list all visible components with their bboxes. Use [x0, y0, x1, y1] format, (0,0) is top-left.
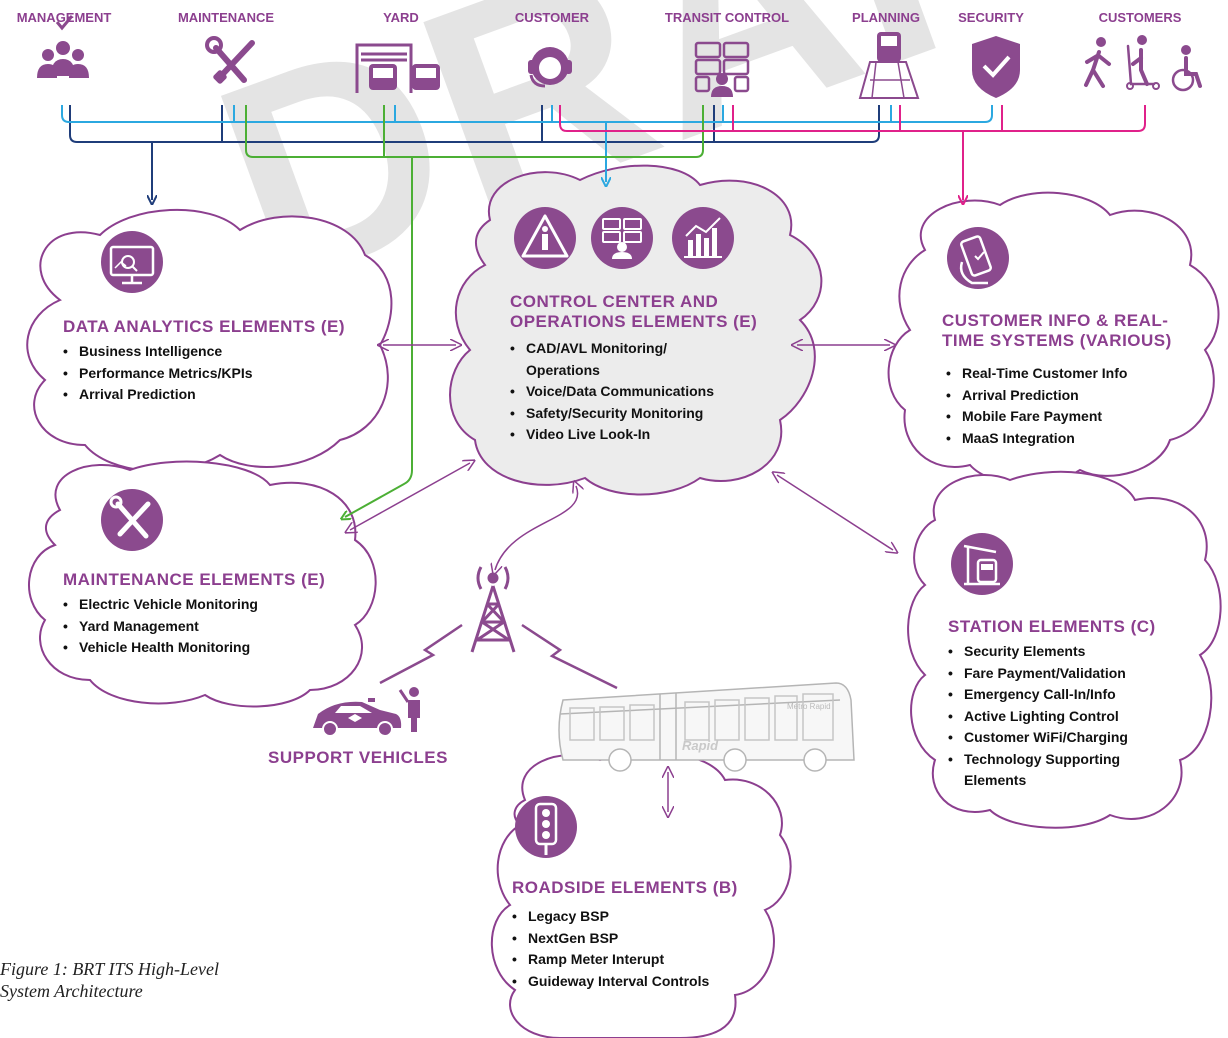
label-planning: PLANNING	[852, 10, 920, 25]
maintenance-item: Yard Management	[63, 616, 363, 638]
connector-lines	[61, 105, 1146, 517]
bus-destination-text: Metro Rapid	[787, 702, 831, 711]
label-yard: YARD	[383, 10, 419, 25]
data-analytics-title: DATA ANALYTICS ELEMENTS (E)	[63, 317, 346, 336]
roadside-item: NextGen BSP	[512, 928, 772, 950]
station-text: STATION ELEMENTS (C) Security Elements F…	[948, 617, 1198, 792]
station-item: Fare Payment/Validation	[948, 663, 1198, 685]
station-item: Emergency Call-In/Info	[948, 684, 1198, 706]
traffic-light-icon	[515, 796, 577, 858]
customer-info-item: Arrival Prediction	[946, 385, 1212, 407]
station-shelter-icon	[951, 533, 1013, 595]
operator-monitors-icon	[591, 207, 653, 269]
data-analytics-item: Arrival Prediction	[63, 384, 383, 406]
transit-control-monitors-icon	[694, 41, 750, 97]
maintenance-title: MAINTENANCE ELEMENTS (E)	[63, 570, 326, 589]
yard-garage-icon	[355, 43, 440, 93]
navy-connector	[69, 105, 880, 143]
articulated-bus-illustration	[558, 682, 855, 772]
control-center-item: Safety/Security Monitoring	[510, 403, 780, 425]
maintenance-item: Vehicle Health Monitoring	[63, 637, 363, 659]
management-icon	[37, 15, 89, 78]
lightning-signal-icon	[379, 623, 618, 690]
customer-info-item: MaaS Integration	[946, 428, 1212, 450]
bus-side-text: Rapid	[682, 738, 719, 753]
green-connector	[245, 105, 704, 158]
label-security: SECURITY	[958, 10, 1024, 25]
customer-info-item: Real-Time Customer Info	[946, 363, 1212, 385]
customer-info-item: Mobile Fare Payment	[946, 406, 1212, 428]
roadside-title: ROADSIDE ELEMENTS (B)	[512, 878, 738, 897]
support-car-icon	[313, 698, 402, 737]
data-analytics-text: DATA ANALYTICS ELEMENTS (E) Business Int…	[63, 317, 383, 406]
maintenance-tools-icon	[101, 489, 163, 551]
support-worker-icon	[398, 687, 420, 732]
roadside-item: Ramp Meter Interupt	[512, 949, 772, 971]
bar-chart-icon	[672, 207, 734, 269]
label-management: MANAGEMENT	[16, 10, 112, 25]
roadside-item: Guideway Interval Controls	[512, 971, 772, 993]
warning-info-icon	[514, 207, 576, 269]
customers-pedestrian-scooter-wheelchair-icon	[1084, 35, 1202, 92]
label-maintenance: MAINTENANCE	[177, 10, 275, 25]
magenta-connector	[559, 105, 1146, 132]
support-vehicles-label: SUPPORT VEHICLES	[268, 748, 448, 767]
caption-line2: System Architecture	[0, 981, 143, 1001]
analytics-monitor-icon	[101, 231, 163, 293]
station-item: Customer WiFi/Charging	[948, 727, 1198, 749]
data-analytics-item: Business Intelligence	[63, 341, 383, 363]
roadside-item: Legacy BSP	[512, 906, 772, 928]
data-analytics-item: Performance Metrics/KPIs	[63, 363, 383, 385]
station-item: Technology Supporting Elements	[948, 749, 1139, 792]
customer-info-title-line2: TIME SYSTEMS (VARIOUS)	[942, 331, 1172, 350]
label-customers: CUSTOMERS	[1098, 10, 1182, 25]
control-center-title-line1: CONTROL CENTER AND	[510, 292, 719, 311]
station-title: STATION ELEMENTS (C)	[948, 617, 1156, 636]
maintenance-item: Electric Vehicle Monitoring	[63, 594, 363, 616]
wrench-screwdriver-icon	[205, 36, 255, 84]
control-center-item: CAD/AVL Monitoring/ Operations	[510, 338, 716, 381]
label-transit-control: TRANSIT CONTROL	[664, 10, 790, 25]
security-shield-icon	[972, 36, 1020, 98]
planning-map-bus-icon	[858, 32, 920, 99]
label-customer: CUSTOMER	[514, 10, 590, 25]
customer-info-title-line1: CUSTOMER INFO & REAL-	[942, 311, 1169, 330]
station-item: Active Lighting Control	[948, 706, 1198, 728]
caption-line1: Figure 1: BRT ITS High-Level	[0, 959, 219, 979]
customer-service-headset-icon	[528, 47, 572, 88]
figure-caption: Figure 1: BRT ITS High-Level System Arch…	[0, 958, 300, 1002]
control-center-text: CONTROL CENTER AND OPERATIONS ELEMENTS (…	[510, 292, 780, 446]
control-center-item: Voice/Data Communications	[510, 381, 780, 403]
cyan-connector	[61, 105, 993, 123]
bidirectional-arrows	[350, 345, 893, 812]
station-item: Security Elements	[948, 641, 1198, 663]
maintenance-text: MAINTENANCE ELEMENTS (E) Electric Vehicl…	[63, 570, 363, 659]
roadside-text: ROADSIDE ELEMENTS (B) Legacy BSP NextGen…	[512, 878, 772, 992]
mobile-phone-icon	[947, 227, 1009, 289]
control-center-item: Video Live Look-In	[510, 424, 780, 446]
radio-tower-icon	[470, 566, 516, 653]
customer-info-text: CUSTOMER INFO & REAL- TIME SYSTEMS (VARI…	[942, 311, 1212, 449]
control-center-title-line2: OPERATIONS ELEMENTS (E)	[510, 312, 758, 331]
